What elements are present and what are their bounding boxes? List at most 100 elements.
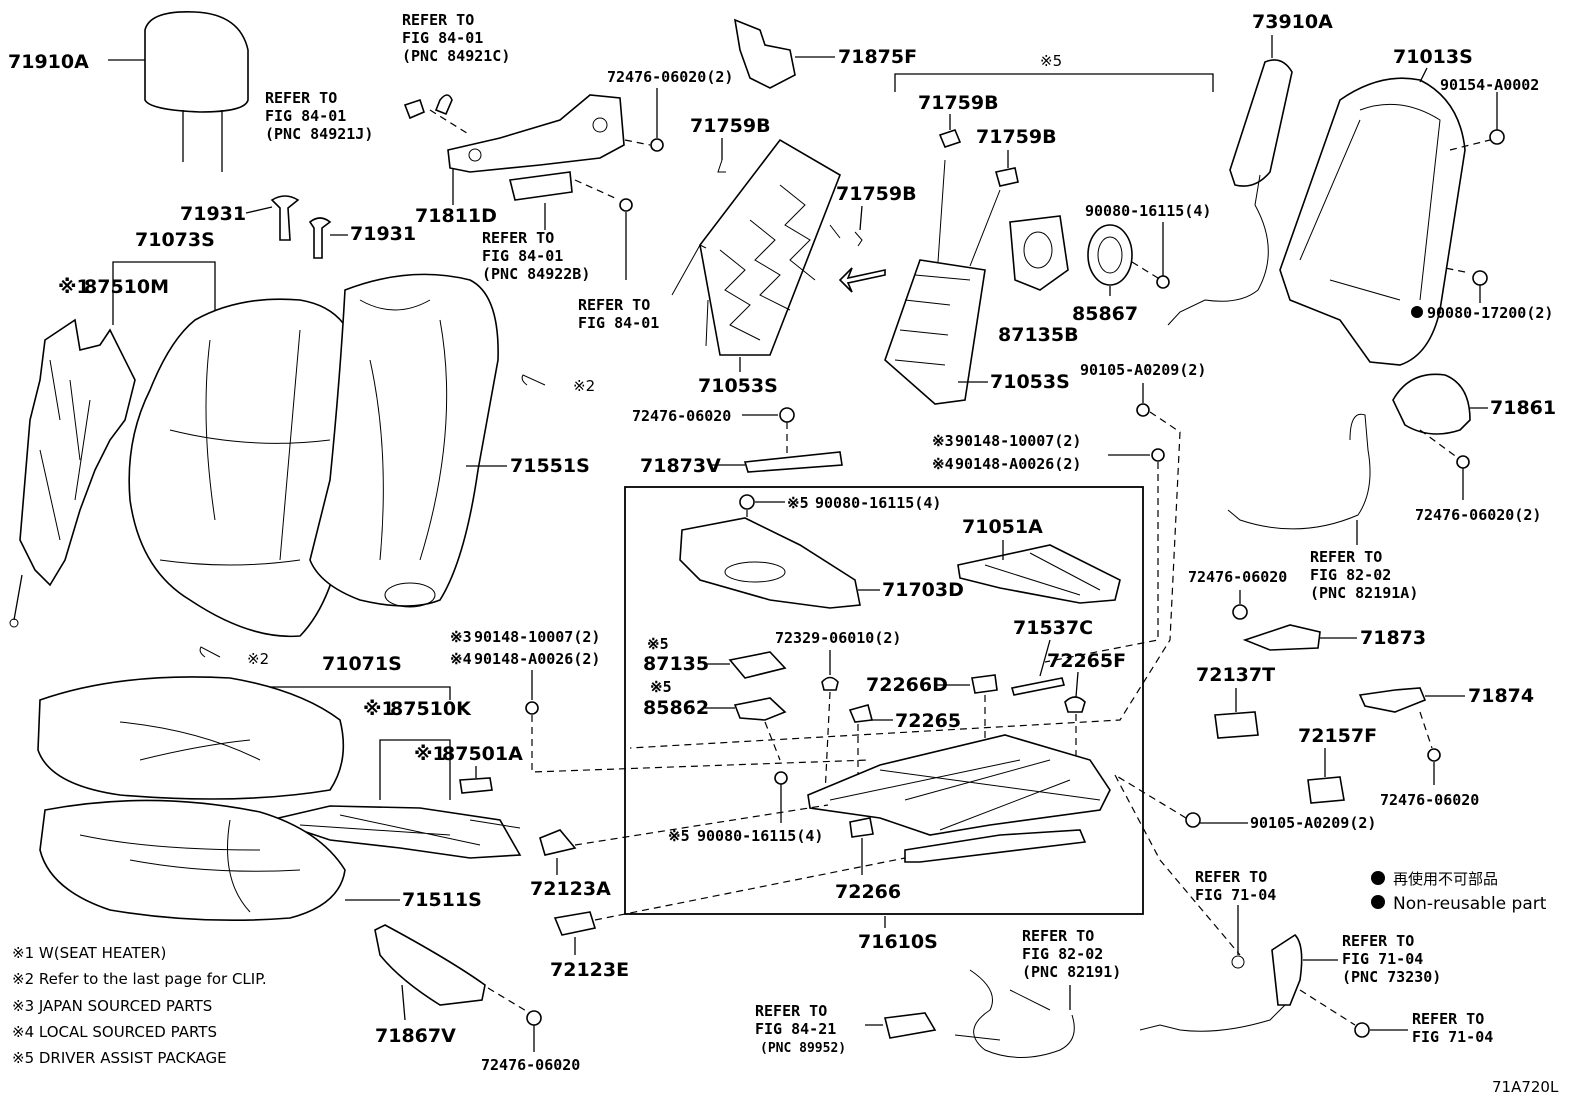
- refer-84921J-line1: REFER TO: [265, 89, 337, 107]
- module-87135B: [1009, 215, 1069, 291]
- clip-72266D: [971, 674, 998, 694]
- label-71053S-b: 71053S: [990, 371, 1070, 393]
- label-90154: 90154-A0002: [1440, 76, 1539, 94]
- label-72476-06020-2b: 72476-06020(2): [1415, 506, 1541, 524]
- cover-72123A: [539, 829, 577, 856]
- label-71759B-d: 71759B: [976, 126, 1057, 148]
- seatback-frame-71013S: [1279, 67, 1466, 366]
- label-71511S: 71511S: [402, 889, 482, 911]
- clip-71759B-c: [854, 231, 863, 247]
- label-90105-A0209-2a: 90105-A0209(2): [1080, 361, 1206, 379]
- refer-82191-line1: REFER TO: [1022, 927, 1094, 945]
- refer-84922B-line2: FIG 84-01: [482, 247, 563, 265]
- sensor-85867: [1087, 224, 1133, 296]
- seatback-foam-71551S: [128, 298, 359, 638]
- mark-3b: ※3: [932, 432, 954, 450]
- refer-71-04-b-line1: REFER TO: [1412, 1010, 1484, 1028]
- label-72137T: 72137T: [1196, 664, 1275, 686]
- label-71551S: 71551S: [510, 455, 590, 477]
- label-71861: 71861: [1490, 397, 1556, 419]
- bracket-71874: [1358, 687, 1465, 713]
- label-72266: 72266: [835, 881, 901, 903]
- note-1: ※1 W(SEAT HEATER): [12, 944, 166, 962]
- screw-84922B: [619, 198, 633, 212]
- screw-90080-16115-a: [1156, 275, 1170, 289]
- tray-71703D: [679, 517, 880, 609]
- adjuster-box: [624, 486, 1144, 915]
- seatback-heater-87510M: [9, 318, 136, 628]
- label-71931-b: 71931: [350, 223, 416, 245]
- part-72157F: [1307, 776, 1345, 804]
- refer-71-04-b: REFER TO FIG 71-04: [1412, 1010, 1493, 1046]
- handle-73230: [1271, 933, 1303, 1006]
- refer-84921C-line3: (PNC 84921C): [402, 47, 510, 65]
- cover-71861: [1392, 373, 1488, 435]
- label-87135: 87135: [643, 653, 709, 675]
- refer-84921C: REFER TO FIG 84-01 (PNC 84921C): [402, 11, 510, 65]
- mark-4a: ※4: [450, 650, 472, 668]
- label-71931-a: 71931: [180, 203, 246, 225]
- cover-71873V: [743, 451, 843, 473]
- label-72265: 72265: [895, 710, 961, 732]
- bolt-90148-b: [1151, 448, 1165, 462]
- screw-90080-16115-top: [739, 494, 755, 510]
- mark-5-bracket: ※5: [1040, 52, 1062, 70]
- label-71811D: 71811D: [415, 205, 497, 227]
- cover-71873: [1242, 624, 1357, 651]
- mark-5-b: ※5: [650, 678, 672, 696]
- label-85862: 85862: [643, 697, 709, 719]
- label-71537C: 71537C: [1013, 617, 1093, 639]
- mark-5-top: ※5: [787, 494, 809, 512]
- refer-84-01-b: REFER TO FIG 84-01: [578, 296, 659, 332]
- label-90105-A0209-2b: 90105-A0209(2): [1250, 814, 1376, 832]
- mark-2a: ※2: [573, 377, 595, 395]
- bolt-72476-a: [624, 88, 664, 152]
- refer-84921C-line1: REFER TO: [402, 11, 474, 29]
- refer-84922B-line1: REFER TO: [482, 229, 554, 247]
- mark-4b: ※4: [932, 455, 954, 473]
- label-90148-A0026-b: 90148-A0026(2): [955, 455, 1081, 473]
- label-87501A: 87501A: [442, 743, 523, 765]
- seat-cover-71071S: [37, 676, 345, 800]
- refer-89952-line1: REFER TO: [755, 1002, 827, 1020]
- label-90148-10007-b: 90148-10007(2): [955, 432, 1081, 450]
- module-89952: [884, 1012, 937, 1039]
- cap-72329: [821, 676, 839, 691]
- refer-71-04-a-line1: REFER TO: [1195, 868, 1267, 886]
- label-71873V: 71873V: [640, 455, 721, 477]
- refer-73230-line1: REFER TO: [1342, 932, 1414, 950]
- label-90080-16115-4a: 90080-16115(4): [1085, 202, 1211, 220]
- label-71874: 71874: [1468, 685, 1534, 707]
- label-71073S: 71073S: [135, 229, 215, 251]
- label-72476-06020-d: 72476-06020: [1380, 791, 1479, 809]
- guide-71931: [245, 195, 348, 259]
- label-73910A: 73910A: [1252, 11, 1333, 33]
- label-90148-A0026-a: 90148-A0026(2): [474, 650, 600, 668]
- label-72123E: 72123E: [550, 959, 629, 981]
- marks1-b: ※1: [414, 743, 446, 765]
- cover-72123E: [553, 911, 597, 936]
- clip-72266: [849, 817, 874, 838]
- airbag-73910A: [1167, 35, 1293, 326]
- cover-71811D: [429, 94, 625, 205]
- refer-71-04-a-line2: FIG 71-04: [1195, 886, 1276, 904]
- bolt-72476-c: [1232, 604, 1248, 620]
- label-87510M-mark: ※1: [58, 276, 90, 298]
- mark-5-a: ※5: [647, 635, 669, 653]
- seat-foam-71511S: [39, 799, 346, 922]
- label-71759B-a: 71759B: [690, 115, 771, 137]
- label-71910A: 71910A: [8, 51, 89, 73]
- refer-84922B-line3: (PNC 84922B): [482, 265, 590, 283]
- marks1-a: ※1: [363, 698, 395, 720]
- label-72266D: 72266D: [866, 674, 948, 696]
- clip-72265F: [1064, 696, 1086, 713]
- label-72265F: 72265F: [1047, 650, 1126, 672]
- refer-84-01-b-line1: REFER TO: [578, 296, 650, 314]
- heater-71051A: [957, 540, 1121, 604]
- sensor-85862: [733, 697, 787, 721]
- label-87510M: 87510M: [84, 276, 169, 298]
- refer-71-04-b-line2: FIG 71-04: [1412, 1028, 1493, 1046]
- clip-71759B-a: [717, 159, 726, 173]
- seat-adjuster-71610S: [807, 734, 1111, 863]
- label-71013S: 71013S: [1393, 46, 1473, 68]
